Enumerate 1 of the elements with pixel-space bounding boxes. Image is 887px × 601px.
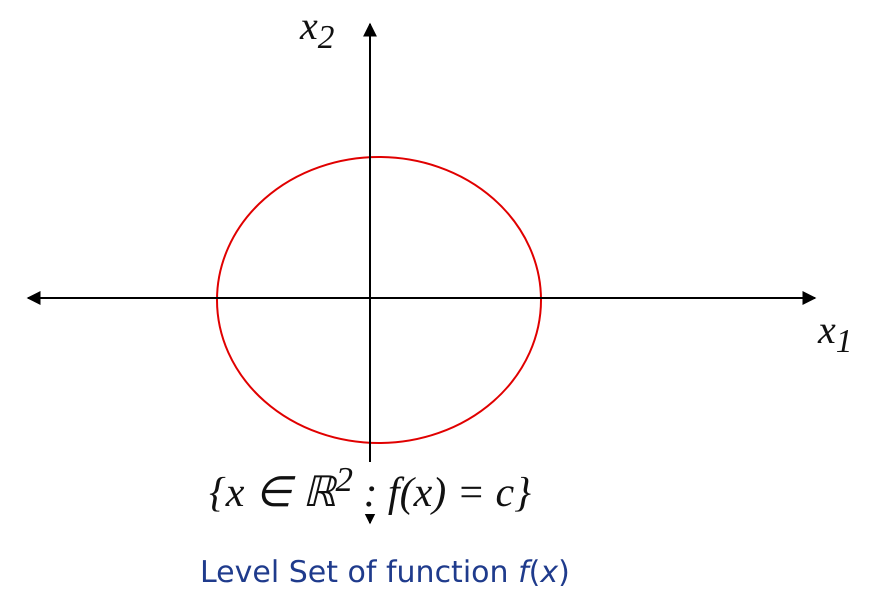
set-expression: {x ∈ ℝ$^{2}$ : f(x) = c} (209, 462, 531, 514)
